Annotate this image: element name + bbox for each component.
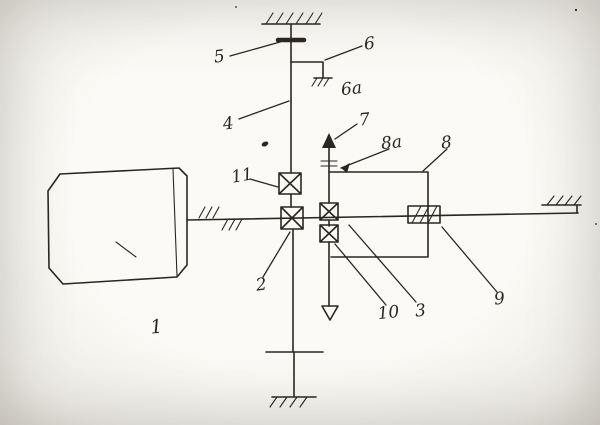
part-labels: 5 6 6a 4 7 8a 8 11 2 1 10 3 9 xyxy=(149,33,506,338)
label-7: 7 xyxy=(358,109,371,130)
ground-symbol-bottom xyxy=(269,396,317,408)
label-8: 8 xyxy=(440,132,453,153)
label-6: 6 xyxy=(363,33,376,54)
leader-lines xyxy=(229,41,498,306)
coupling-hatch xyxy=(198,206,243,231)
label-9: 9 xyxy=(493,288,506,309)
label-8a: 8a xyxy=(380,132,403,154)
label-4: 4 xyxy=(221,113,235,134)
label-11: 11 xyxy=(230,164,255,187)
support-bracket-6a xyxy=(290,61,333,87)
gear-symbol-3 xyxy=(319,202,339,221)
label-2: 2 xyxy=(254,274,268,295)
gear-symbol-10 xyxy=(319,224,339,243)
label-1: 1 xyxy=(149,315,163,338)
ink-blot xyxy=(261,141,269,147)
label-10: 10 xyxy=(377,302,401,324)
label-5: 5 xyxy=(213,46,227,67)
lower-support xyxy=(265,228,339,397)
paper-specks xyxy=(235,6,597,225)
motor-1 xyxy=(47,167,188,285)
arrowhead-8a xyxy=(341,163,350,173)
bearing-9 xyxy=(407,205,441,224)
label-6a: 6a xyxy=(340,78,363,100)
vertical-shaft-4 xyxy=(275,23,307,208)
cone-symbol-bottom xyxy=(321,305,339,321)
label-3: 3 xyxy=(414,301,427,322)
ground-symbol-top xyxy=(261,12,323,25)
frame-8 xyxy=(328,171,429,258)
main-shaft xyxy=(186,212,579,221)
gear-symbol-2 xyxy=(280,206,304,230)
gear-symbol-11 xyxy=(278,172,302,195)
ground-symbol-right xyxy=(541,195,582,214)
